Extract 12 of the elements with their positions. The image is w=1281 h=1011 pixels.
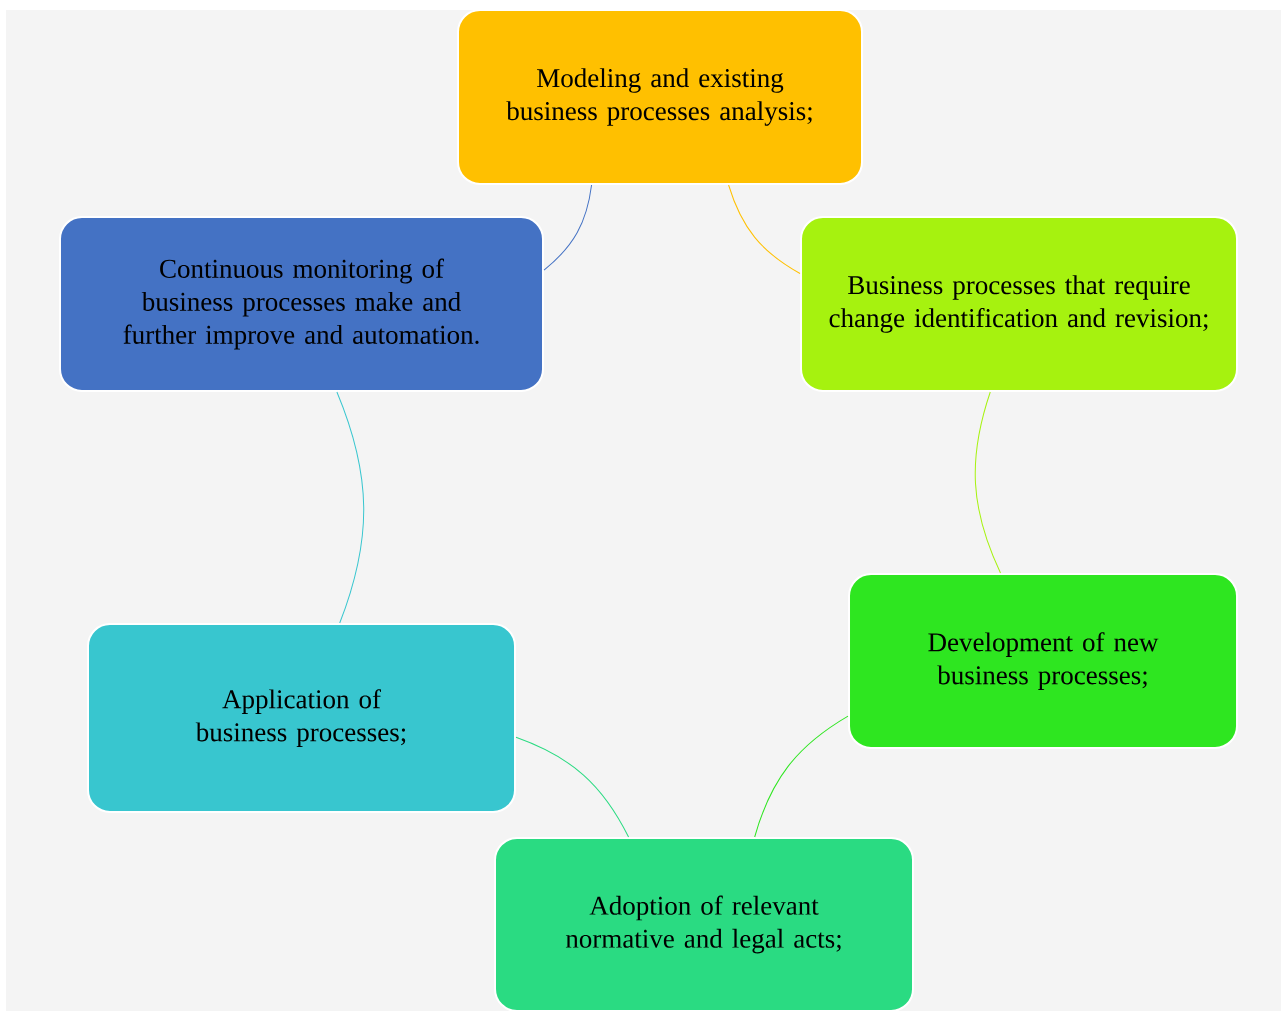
- process-box: Application of business processes;: [87, 623, 516, 813]
- connector-arc: [974, 391, 1001, 574]
- connector-arc: [543, 184, 593, 271]
- process-box: Modeling and existing business processes analysis;: [457, 9, 863, 185]
- process-box: Business processes that require change identification and revision;: [800, 216, 1238, 392]
- connector-arc: [728, 184, 801, 274]
- connector-arc: [754, 715, 849, 838]
- connector-arc: [515, 736, 630, 838]
- process-box: Development of new business processes;: [848, 573, 1238, 749]
- process-box: Continuous monitoring of business processes make and further improve and automation.: [59, 216, 544, 392]
- connector-arc: [336, 391, 365, 624]
- process-box: Adoption of relevant normative and legal acts;: [494, 837, 914, 1011]
